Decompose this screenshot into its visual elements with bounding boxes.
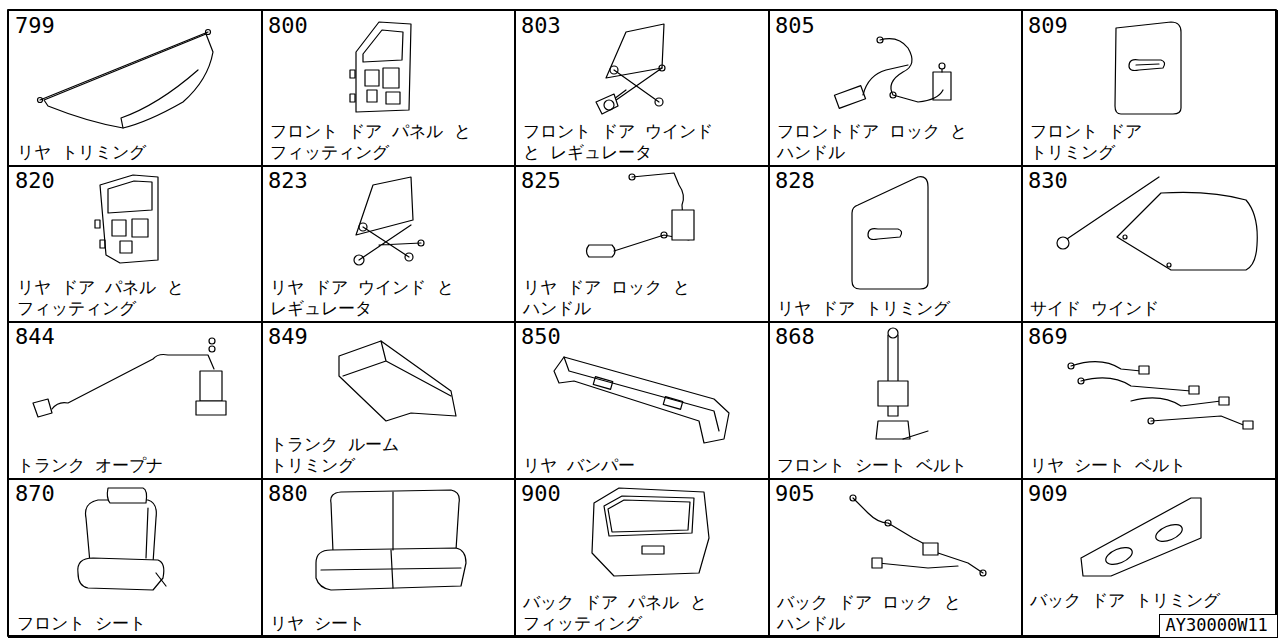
callout-number: 909 [1028,481,1068,507]
callout-number: 823 [268,168,308,194]
front-door-panel-drawing [350,22,411,112]
catalog-cell: 844 トランク オープナ [8,321,263,480]
side-window-drawing [1057,177,1257,270]
callout-number: 870 [15,481,55,507]
part-name: リヤ ドア ロック と ハンドル [523,277,723,319]
callout-number: 869 [1028,324,1068,350]
rear-trim-drawing [38,30,214,129]
front-door-trim-drawing [1115,22,1181,114]
part-name: トランク オープナ [17,455,255,476]
front-seat-drawing [78,488,166,590]
part-name: フロント ドア パネル と フィッティング [270,121,508,163]
catalog-cell: 805 フロントドア ロック と ハンドル [768,10,1023,167]
part-name: バック ドア トリミング [1030,590,1268,611]
callout-number: 849 [268,324,308,350]
part-name: サイド ウインド [1030,298,1268,319]
part-name: トランク ルーム トリミング [270,434,440,476]
callout-number: 800 [268,13,308,39]
callout-number: 828 [775,168,815,194]
catalog-cell: 850 リヤ バンパー [514,321,770,480]
rear-bumper-drawing [554,357,729,443]
rear-window-regulator-drawing [354,177,424,265]
part-name: フロント シート [17,613,255,634]
callout-number: 820 [15,168,55,194]
rear-seat-belt-drawing [1068,362,1253,429]
callout-number: 830 [1028,168,1068,194]
part-name: リヤ ドア トリミング [777,298,1015,319]
front-window-regulator-drawing [596,24,665,114]
catalog-cell: 825 リヤ ドア ロック と ハンドル [514,165,770,323]
callout-number: 900 [521,481,561,507]
callout-number: 799 [15,13,55,39]
catalog-cell: 870 フロント シート [8,478,263,638]
part-name: フロント ドア トリミング [1030,121,1180,163]
drawing-code: AY30000W11 [1160,615,1274,635]
part-name: リヤ ドア パネル と フィッティング [17,277,255,319]
catalog-cell: 849 トランク ルーム トリミング [261,321,516,480]
rear-seat-drawing [316,490,466,590]
part-name: リヤ ドア ウインド と レギュレータ [270,277,508,319]
back-door-lock-drawing [850,495,986,576]
catalog-cell: 799 リヤ トリミング [8,10,263,167]
part-name: バック ドア ロック と ハンドル [777,592,1015,634]
callout-number: 905 [775,481,815,507]
callout-number: 805 [775,13,815,39]
part-name: リヤ バンパー [523,455,761,476]
callout-number: 844 [15,324,55,350]
catalog-cell: 830 サイド ウインド [1021,165,1278,323]
catalog-cell: 905 バック ドア ロック と ハンドル [768,478,1023,638]
catalog-cell: 800 フロント ドア パネル と フィッティング [261,10,516,167]
callout-number: 803 [521,13,561,39]
catalog-cell: 823 リヤ ドア ウインド と レギュレータ [261,165,516,323]
catalog-cell: 869 リヤ シート ベルト [1021,321,1278,480]
part-name: フロント シート ベルト [777,455,1015,476]
catalog-cell: 900 バック ドア パネル と フィッティング [514,478,770,638]
rear-lock-handle-drawing [587,173,695,257]
part-name: バック ドア パネル と フィッティング [523,592,723,634]
callout-number: 868 [775,324,815,350]
catalog-cell: 820 リヤ ドア パネル と フィッティング [8,165,263,323]
part-name: リヤ シート [270,613,508,634]
back-door-panel-drawing [592,488,709,576]
part-name: フロントドア ロック と ハンドル [777,121,1017,163]
catalog-cell: 868 フロント シート ベルト [768,321,1023,480]
front-seat-belt-drawing [876,328,928,439]
part-name: リヤ シート ベルト [1030,455,1268,476]
rear-door-panel-drawing [95,175,158,263]
rear-door-trim-drawing [852,177,928,289]
callout-number: 825 [521,168,561,194]
catalog-cell: 828 リヤ ドア トリミング [768,165,1023,323]
callout-number: 880 [268,481,308,507]
outer-frame [8,10,1276,636]
trunk-opener-drawing [33,338,226,417]
trunk-room-trim-drawing [339,341,456,421]
catalog-cell: 803 フロント ドア ウインド と レギュレータ [514,10,770,167]
back-door-trim-drawing [1081,498,1201,576]
drawing-code-box: AY30000W11 [1159,614,1278,638]
part-name: リヤ トリミング [17,142,255,163]
callout-number: 850 [521,324,561,350]
front-lock-handle-drawing [834,37,951,108]
part-name: フロント ドア ウインド と レギュレータ [523,121,728,163]
catalog-cell: 880 リヤ シート [261,478,516,638]
callout-number: 809 [1028,13,1068,39]
catalog-cell: 809 フロント ドア トリミング [1021,10,1278,167]
